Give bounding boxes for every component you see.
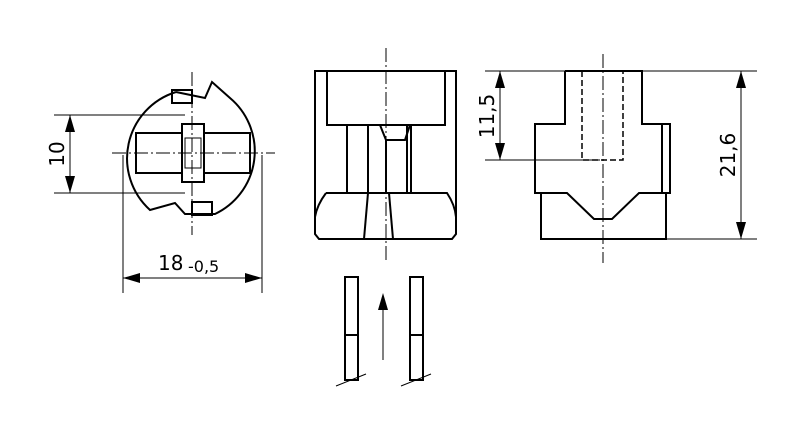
dim-height-contact: 10 bbox=[45, 141, 69, 166]
dim-width: 18 bbox=[158, 251, 183, 275]
dim-total-height: 21,6 bbox=[716, 133, 740, 178]
arrow-up-icon bbox=[378, 293, 388, 310]
dim-pin-depth: 11,5 bbox=[475, 94, 499, 139]
side-view: 11,5 21,6 bbox=[475, 54, 757, 263]
pins-detail bbox=[335, 276, 432, 387]
dim-width-tolerance: -0,5 bbox=[188, 257, 219, 276]
front-view bbox=[314, 48, 457, 262]
top-view: 10 18 -0,5 bbox=[45, 72, 275, 293]
